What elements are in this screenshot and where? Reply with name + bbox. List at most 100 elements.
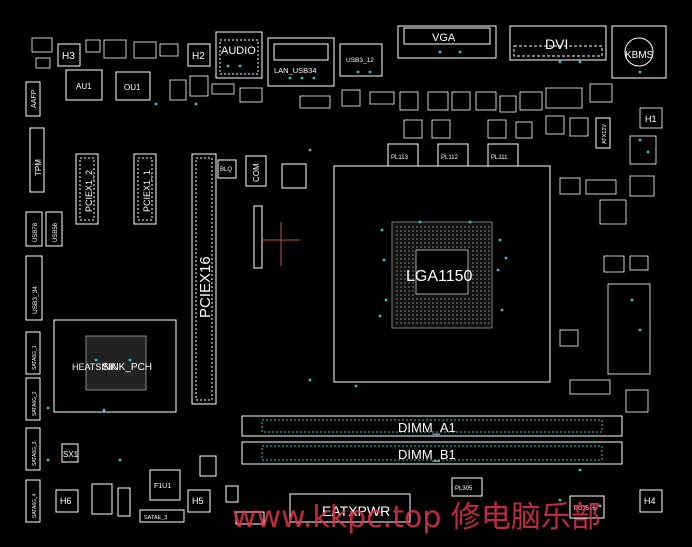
pad-dot <box>308 378 312 382</box>
pad-dot <box>558 498 562 502</box>
socket-pin <box>408 250 410 252</box>
socket-pin <box>480 314 482 316</box>
socket-pin <box>440 318 442 320</box>
socket-pin <box>472 318 474 320</box>
socket-pin <box>452 242 454 244</box>
socket-pin <box>472 274 474 276</box>
socket-pin <box>436 242 438 244</box>
socket-pin <box>452 230 454 232</box>
label-h2: H2 <box>192 51 205 62</box>
socket-pin <box>460 246 462 248</box>
socket-pin <box>436 318 438 320</box>
label-cpu-socket: LGA1150 <box>406 268 473 285</box>
pad-dot <box>598 504 602 508</box>
socket-pin <box>400 310 402 312</box>
socket-pin <box>480 270 482 272</box>
socket-pin <box>404 290 406 292</box>
socket-pin <box>476 254 478 256</box>
socket-pin <box>424 298 426 300</box>
socket-pin <box>404 226 406 228</box>
socket-pin <box>424 318 426 320</box>
socket-pin <box>472 250 474 252</box>
pad-dot <box>94 358 98 362</box>
bottom-components <box>55 443 663 525</box>
socket-pin <box>440 314 442 316</box>
socket-pin <box>404 242 406 244</box>
socket-pin <box>416 302 418 304</box>
socket-pin <box>472 298 474 300</box>
socket-pin <box>476 262 478 264</box>
socket-pin <box>424 242 426 244</box>
socket-pin <box>432 238 434 240</box>
label-pciex1-2: PCIEX1_2 <box>84 170 94 212</box>
label-pch: SINK_PCH <box>102 362 152 373</box>
socket-pin <box>396 258 398 260</box>
sata-1 <box>25 331 41 375</box>
socket-pin <box>484 242 486 244</box>
socket-pin-field <box>396 226 490 324</box>
socket-pin <box>476 322 478 324</box>
socket-pin <box>408 310 410 312</box>
pad-dot <box>378 314 382 318</box>
socket-pin <box>408 286 410 288</box>
dimm-slots <box>241 415 623 465</box>
socket-pin <box>460 298 462 300</box>
socket-pin <box>480 266 482 268</box>
socket-pin <box>456 318 458 320</box>
label-sx1: SX1 <box>63 450 79 459</box>
socket-pin <box>404 294 406 296</box>
socket-pin <box>468 246 470 248</box>
socket-pin <box>396 230 398 232</box>
choke-pl113 <box>387 143 419 167</box>
socket-pin <box>432 310 434 312</box>
socket-pin <box>404 322 406 324</box>
socket-pin <box>464 298 466 300</box>
socket-pin <box>408 274 410 276</box>
pad-dot <box>226 64 230 68</box>
socket-pin <box>484 310 486 312</box>
socket-pin <box>412 290 414 292</box>
socket-pin <box>408 298 410 300</box>
chip-q <box>281 163 307 189</box>
socket-pin <box>400 322 402 324</box>
socket-pin <box>452 246 454 248</box>
socket-pin <box>476 278 478 280</box>
socket-pin <box>484 250 486 252</box>
socket-pin <box>428 298 430 300</box>
sata-3 <box>25 427 41 471</box>
socket-pin <box>480 286 482 288</box>
socket-pin <box>452 314 454 316</box>
socket-pin <box>444 246 446 248</box>
socket-pin <box>476 230 478 232</box>
socket-pin <box>444 322 446 324</box>
socket-pin <box>444 242 446 244</box>
pad-dot <box>288 76 292 80</box>
socket-pin <box>436 230 438 232</box>
socket-pin <box>464 322 466 324</box>
socket-pin <box>408 242 410 244</box>
socket-pin <box>480 226 482 228</box>
socket-pin <box>472 306 474 308</box>
socket-pin <box>488 274 490 276</box>
socket-pin <box>440 310 442 312</box>
socket-pin <box>436 234 438 236</box>
socket-pin <box>472 294 474 296</box>
socket-pin <box>400 230 402 232</box>
socket-pin <box>460 314 462 316</box>
pad-dot <box>458 50 462 54</box>
socket-pin <box>456 226 458 228</box>
socket-pin <box>484 298 486 300</box>
socket-pin <box>476 282 478 284</box>
socket-pin <box>404 246 406 248</box>
socket-pin <box>404 254 406 256</box>
socket-pin <box>476 266 478 268</box>
label-ou1: OU1 <box>124 83 141 92</box>
socket-pin <box>396 254 398 256</box>
socket-pin <box>480 282 482 284</box>
socket-pin <box>476 298 478 300</box>
socket-pin <box>464 238 466 240</box>
socket-pin <box>420 306 422 308</box>
socket-pin <box>456 322 458 324</box>
socket-pin <box>416 318 418 320</box>
socket-pin <box>472 262 474 264</box>
